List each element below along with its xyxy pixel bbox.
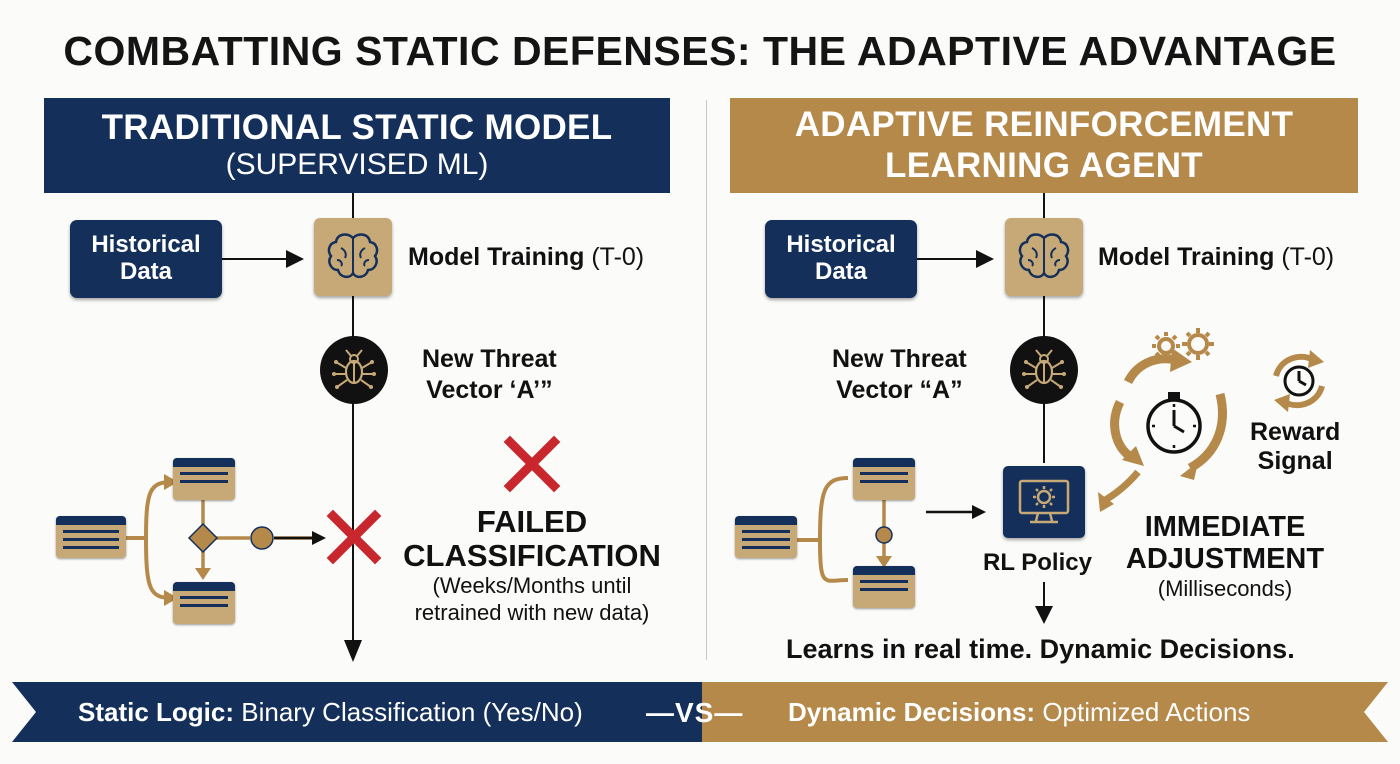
right-historical-data-box: Historical Data <box>765 220 917 298</box>
rl-policy-down-arrowhead <box>1035 606 1053 624</box>
right-decision-card-top <box>853 458 915 500</box>
failed-line2: CLASSIFICATION <box>403 538 661 574</box>
red-x-icon <box>326 509 382 565</box>
left-data-arrowhead <box>286 250 304 268</box>
right-flow-line-top <box>1043 193 1045 463</box>
right-threat-line2: Vector “A” <box>836 376 963 405</box>
bug-icon <box>1022 349 1066 389</box>
failed-x-icon <box>503 435 561 493</box>
comparison-bar-background <box>12 682 1388 742</box>
brain-icon <box>1018 233 1070 279</box>
monitor-gear-icon <box>1018 479 1070 524</box>
right-decision-card-bottom <box>853 566 915 608</box>
rl-policy-down-line <box>1043 582 1045 610</box>
right-model-training-bold: Model Training <box>1098 243 1275 271</box>
immediate-line1: IMMEDIATE <box>1144 511 1306 543</box>
reward-signal-label: Reward Signal <box>1250 418 1340 476</box>
failed-sub2: retrained with new data) <box>414 600 650 626</box>
left-flow-line <box>352 193 354 645</box>
immediate-sub: (Milliseconds) <box>1157 575 1293 601</box>
left-historical-data-line2: Data <box>119 258 173 285</box>
learns-realtime-caption: Learns in real time. Dynamic Decisions. <box>786 634 1295 664</box>
right-data-arrowhead <box>976 250 994 268</box>
decision-card-input <box>56 516 126 558</box>
adaptive-agent-header-line2: LEARNING AGENT <box>885 145 1203 185</box>
page-title: COMBATTING STATIC DEFENSES: THE ADAPTIVE… <box>63 28 1337 74</box>
dynamic-decisions-bold: Dynamic Decisions: <box>788 697 1036 727</box>
left-model-training-t0: (T-0) <box>591 243 645 271</box>
clock-cycle-icon <box>1273 350 1325 412</box>
dynamic-decisions-text: Optimized Actions <box>1042 697 1251 727</box>
static-logic-text: Binary Classification (Yes/No) <box>241 697 583 727</box>
reward-line1: Reward <box>1250 418 1341 446</box>
right-threat-circle <box>1010 336 1078 404</box>
left-flow-arrowhead <box>344 640 362 662</box>
adaptive-agent-header-line1: ADAPTIVE REINFORCEMENT <box>794 104 1294 144</box>
right-model-training-t0: (T-0) <box>1281 243 1335 271</box>
bug-icon <box>332 349 376 389</box>
right-decision-tree-connectors <box>796 476 986 583</box>
decision-card-bottom <box>173 582 235 624</box>
decision-card-top <box>173 458 235 500</box>
left-historical-data-box: Historical Data <box>70 220 222 298</box>
failed-classification-block: FAILED CLASSIFICATION (Weeks/Months unti… <box>392 504 672 627</box>
right-threat-line1: New Threat <box>832 345 967 373</box>
failed-line1: FAILED <box>476 504 588 539</box>
center-divider <box>706 100 707 660</box>
left-threat-label: New Threat Vector ‘A’” <box>422 344 557 407</box>
adaptive-agent-header: ADAPTIVE REINFORCEMENT LEARNING AGENT <box>730 98 1358 193</box>
right-data-arrow <box>917 258 981 260</box>
right-threat-label: New Threat Vector “A” <box>832 344 967 407</box>
static-logic-bold: Static Logic: <box>78 697 235 727</box>
static-model-header-line2: (SUPERVISED ML) <box>225 148 489 182</box>
right-decision-card-input <box>735 516 797 558</box>
left-threat-line1: New Threat <box>422 345 557 373</box>
static-model-header-line1: TRADITIONAL STATIC MODEL <box>101 107 613 147</box>
brain-icon <box>327 233 379 279</box>
right-model-training-label: Model Training (T-0) <box>1098 243 1334 272</box>
left-model-training-bold: Model Training <box>408 243 585 271</box>
right-historical-data-line2: Data <box>814 258 868 285</box>
rl-policy-label: RL Policy <box>983 549 1092 576</box>
left-threat-line2: Vector ‘A’” <box>426 376 553 405</box>
static-logic-caption: Static Logic: Binary Classification (Yes… <box>78 697 583 728</box>
left-historical-data-line1: Historical <box>91 231 201 259</box>
right-brain-box <box>1005 218 1083 296</box>
reward-line2: Signal <box>1257 446 1333 475</box>
failed-sub1: (Weeks/Months until <box>432 573 632 599</box>
adaptive-cycle-graphic <box>1098 348 1227 512</box>
immediate-adjustment-block: IMMEDIATE ADJUSTMENT (Milliseconds) <box>1110 511 1340 602</box>
immediate-line2: ADJUSTMENT <box>1125 542 1325 575</box>
decision-tree-connectors <box>126 474 326 606</box>
left-model-training-label: Model Training (T-0) <box>408 243 644 272</box>
gears-icon <box>1152 328 1214 360</box>
left-threat-circle <box>320 336 388 404</box>
left-brain-box <box>314 218 392 296</box>
right-historical-data-line1: Historical <box>786 231 896 259</box>
rl-policy-box <box>1003 466 1085 538</box>
dynamic-decisions-caption: Dynamic Decisions: Optimized Actions <box>788 697 1250 728</box>
left-data-arrow <box>222 258 292 260</box>
static-model-header: TRADITIONAL STATIC MODEL (SUPERVISED ML) <box>44 98 670 193</box>
versus-label: —VS— <box>646 697 744 728</box>
